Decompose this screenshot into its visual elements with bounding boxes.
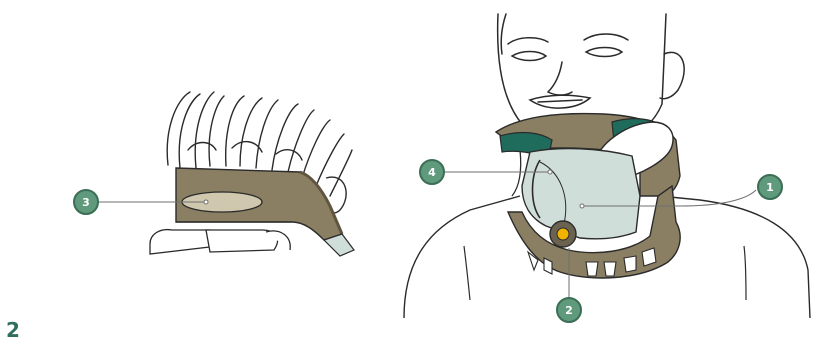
back-of-head-illustration xyxy=(150,92,354,256)
figure-number: 2 xyxy=(6,318,20,342)
callout-2-label: 2 xyxy=(565,304,573,317)
hands xyxy=(150,230,290,254)
callout-2: 2 xyxy=(557,298,581,322)
callout-3-label: 3 xyxy=(82,196,90,209)
callout-1: 1 xyxy=(758,175,782,199)
callout-3: 3 xyxy=(74,190,98,214)
callout-1-label: 1 xyxy=(766,181,774,194)
callout-4: 4 xyxy=(420,160,444,184)
callout-4-label: 4 xyxy=(428,166,436,179)
adjustment-dial xyxy=(550,221,576,247)
front-view-illustration xyxy=(404,14,810,318)
